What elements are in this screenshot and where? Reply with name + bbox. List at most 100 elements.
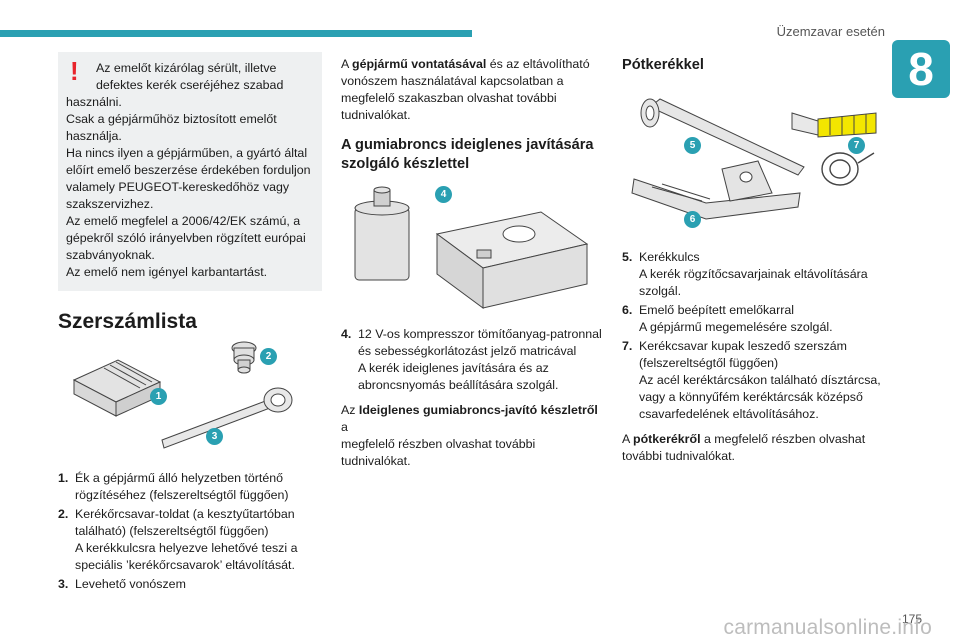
- item-line: (felszereltségtől függően): [639, 356, 779, 370]
- item-number: 3.: [58, 577, 69, 591]
- item-line: A gépjármű megemelésére szolgál.: [639, 320, 833, 334]
- page-number: 175: [901, 612, 922, 626]
- callout-badge-6: 6: [684, 211, 701, 228]
- item-line: található) (felszereltségtől függően): [75, 524, 269, 538]
- item-line: Kerékkulcs: [639, 250, 700, 264]
- text-fragment: a: [341, 420, 348, 434]
- chapter-title: Üzemzavar esetén: [776, 24, 885, 39]
- item-line: Levehető vonószem: [75, 577, 186, 591]
- warning-line: szakszervizhez.: [66, 197, 154, 211]
- repair-kit-illustration: 4: [341, 182, 606, 312]
- warning-line: Ha nincs ilyen a gépjárműben, a gyártó á…: [66, 146, 308, 160]
- list-item: 2. Kerékőrcsavar-toldat (a kesztyűtartób…: [58, 506, 322, 574]
- list-item: 7. Kerékcsavar kupak leszedő szerszám (fe…: [622, 338, 884, 423]
- spring-clip-icon: [821, 152, 875, 186]
- repair-kit-note: Az Ideiglenes gumiabroncs-javító készlet…: [341, 402, 606, 470]
- warning-line: használni.: [66, 95, 122, 109]
- repair-kit-heading: A gumiabroncs ideiglenes javítására szol…: [341, 136, 606, 174]
- wheel-chock-icon: [72, 359, 162, 417]
- item-line: szolgál.: [639, 284, 682, 298]
- callout-badge-7: 7: [848, 137, 865, 154]
- item-line: A kerékkulcsra helyezve lehetővé teszi a: [75, 541, 298, 555]
- warning-box: ! Az emelőt kizárólag sérült, illetve de…: [58, 52, 322, 291]
- header-rule: [0, 30, 472, 37]
- list-item: 3. Levehető vonószem: [58, 576, 322, 593]
- item-line: abroncsnyomás beállítására szolgál.: [358, 378, 559, 392]
- spare-tools-drawing: [631, 98, 877, 220]
- watermark: carmanualsonline.info: [723, 616, 932, 639]
- text-fragment: A: [341, 57, 353, 71]
- toolkit-illustration: 1 2 3: [58, 338, 322, 456]
- text-fragment: tudnivalókat.: [341, 108, 411, 122]
- item-line: Kerékőrcsavar-toldat (a kesztyűtartóban: [75, 507, 295, 521]
- wheel-brace-icon: [640, 98, 805, 176]
- item-line: Ék a gépjármű álló helyzetben történő: [75, 471, 284, 485]
- hubcap-tool-icon: [791, 112, 877, 138]
- item-line: csavarfedelének eltávolításához.: [639, 407, 819, 421]
- repair-kit-drawing: [354, 186, 589, 309]
- item-number: 7.: [622, 339, 633, 353]
- warning-line: valamely PEUGEOT-kereskedőhöz vagy: [66, 180, 290, 194]
- list-item: 5. Kerékkulcs A kerék rögzítőcsavarjainak…: [622, 249, 884, 300]
- text-fragment: és az eltávolítható: [486, 57, 590, 71]
- text-fragment: további tudnivalókat.: [622, 449, 735, 463]
- item-line: A kerék rögzítőcsavarjainak eltávolításá…: [639, 267, 868, 281]
- list-item: 4. 12 V-os kompresszor tömítőanyag-patro…: [341, 326, 606, 394]
- lock-nut-adaptor-icon: [231, 341, 257, 374]
- compressor-icon: [435, 211, 589, 309]
- warning-line: Csak a gépjárműhöz biztosított emelőt: [66, 112, 277, 126]
- warning-line: Az emelőt kizárólag sérült, illetve: [96, 61, 277, 75]
- list-item: 6. Emelő beépített emelőkarral A gépjármű…: [622, 302, 884, 336]
- item-number: 5.: [622, 250, 633, 264]
- item-line: vagy a könnyűfém keréktárcsák középső: [639, 390, 863, 404]
- warning-line: gépekről szóló irányelvben rögzített eur…: [66, 231, 306, 245]
- bold-term: pótkerékről: [633, 432, 701, 446]
- toolkit-heading: Szerszámlista: [58, 310, 197, 333]
- warning-line: használja.: [66, 129, 122, 143]
- text-fragment: megfelelő részben olvashat további tudni…: [341, 437, 536, 468]
- chapter-number-badge: 8: [892, 40, 950, 98]
- callout-badge-2: 2: [260, 348, 277, 365]
- item-line: Az acél keréktárcsákon található dísztár…: [639, 373, 881, 387]
- callout-badge-4: 4: [435, 186, 452, 203]
- towing-paragraph: A gépjármű vontatásával és az eltávolíth…: [341, 56, 606, 124]
- text-fragment: a megfelelő részben olvashat: [700, 432, 866, 446]
- text-fragment: A: [622, 432, 634, 446]
- item-number: 4.: [341, 327, 352, 341]
- spare-list: 5. Kerékkulcs A kerék rögzítőcsavarjainak…: [622, 249, 884, 423]
- spare-wheel-heading: Pótkerékkel: [622, 57, 704, 73]
- item-line: A kerék ideiglenes javítására és az: [358, 361, 549, 375]
- item-number: 1.: [58, 471, 69, 485]
- warning-line: defektes kerék cseréjéhez szabad: [96, 78, 284, 92]
- text-fragment: megfelelő szakaszban olvashat további: [341, 91, 557, 105]
- callout-badge-5: 5: [684, 137, 701, 154]
- jack-icon: [631, 160, 801, 220]
- warning-line: szabványoknak.: [66, 248, 155, 262]
- bold-term: gépjármű vontatásával: [352, 57, 487, 71]
- warning-line: Az emelő nem igényel karbantartást.: [66, 265, 268, 279]
- item-number: 2.: [58, 507, 69, 521]
- middle-column: A gépjármű vontatásával és az eltávolíth…: [341, 56, 606, 470]
- warning-line: előírt emelő beszerzése érdekében fordul…: [66, 163, 311, 177]
- spare-wheel-note: A pótkerékről a megfelelő részben olvash…: [622, 431, 884, 465]
- item-line: 12 V-os kompresszor tömítőanyag-patronna…: [358, 327, 602, 341]
- list-item: 1. Ék a gépjármű álló helyzetben történő…: [58, 470, 322, 504]
- bold-term: Ideiglenes gumiabroncs-javító készletről: [358, 403, 598, 417]
- text-fragment: Az: [341, 403, 359, 417]
- spare-wheel-illustration: 5 6 7: [622, 83, 884, 233]
- text-fragment: vonószem használatával kapcsolatban a: [341, 74, 564, 88]
- item-line: Kerékcsavar kupak leszedő szerszám: [639, 339, 847, 353]
- item-number: 6.: [622, 303, 633, 317]
- heading-line: szolgáló készlettel: [341, 156, 470, 172]
- callout-badge-3: 3: [206, 428, 223, 445]
- item-line: Emelő beépített emelőkarral: [639, 303, 794, 317]
- item-line: speciális ’kerékőrcsavarok’ eltávolításá…: [75, 558, 295, 572]
- left-column: ! Az emelőt kizárólag sérült, illetve de…: [58, 52, 322, 595]
- sealant-cartridge-icon: [354, 186, 410, 281]
- right-column: Pótkerékkel: [622, 56, 884, 465]
- repair-kit-list: 4. 12 V-os kompresszor tömítőanyag-patro…: [341, 326, 606, 394]
- callout-badge-1: 1: [150, 388, 167, 405]
- toolkit-drawing: [72, 341, 293, 449]
- exclamation-icon: !: [70, 56, 79, 86]
- item-line: rögzítéséhez (felszereltségtől függően): [75, 488, 289, 502]
